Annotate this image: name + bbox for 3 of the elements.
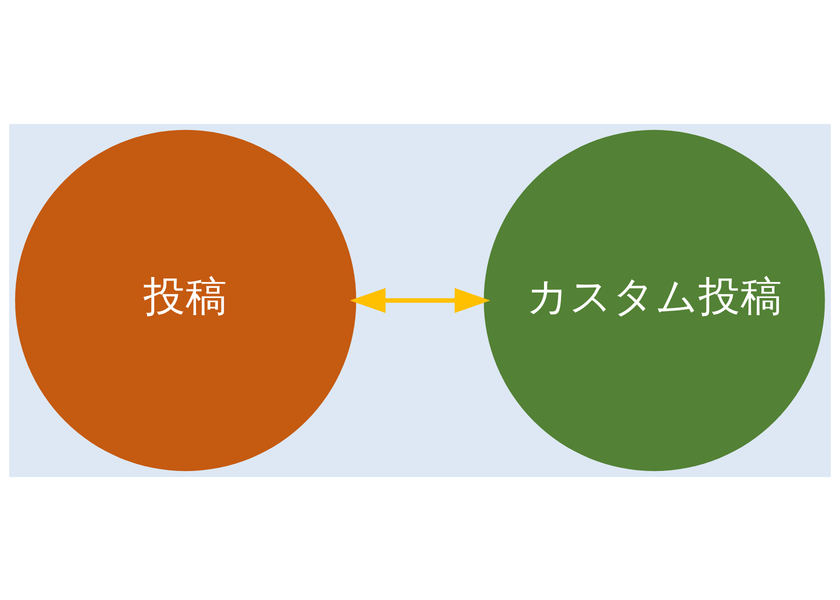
node-circle: カスタム投稿 (484, 129, 825, 471)
node-circle: 投稿 (15, 129, 356, 471)
arrow (350, 288, 490, 312)
